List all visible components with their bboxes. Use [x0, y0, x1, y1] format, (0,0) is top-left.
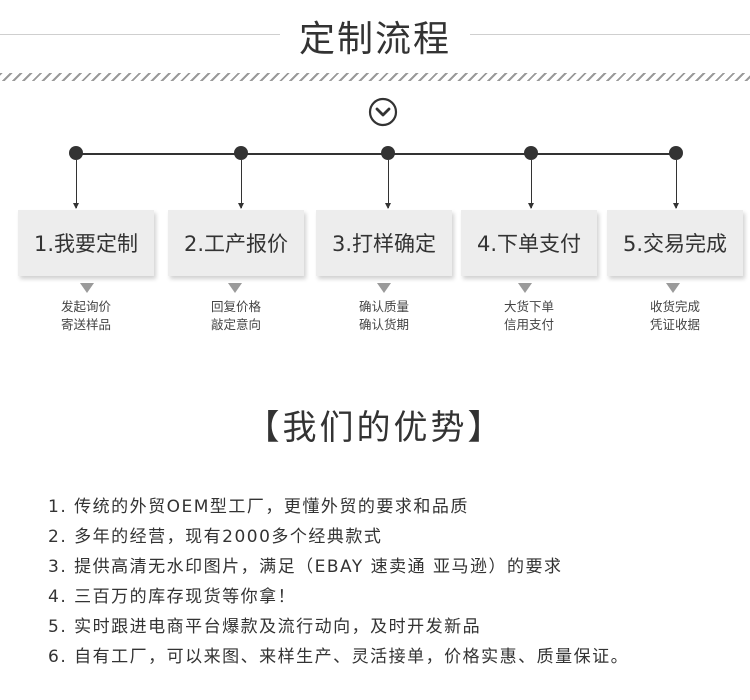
timeline-node — [381, 146, 395, 160]
step-desc-line: 确认质量 — [358, 299, 409, 314]
page-title: 定制流程 — [298, 19, 451, 60]
step-description: 回复价格 敲定意向 — [168, 298, 304, 334]
process-timeline — [75, 153, 678, 155]
step-desc-line: 回复价格 — [210, 299, 261, 314]
timeline-node — [234, 146, 248, 160]
advantages-title: 【我们的优势】 — [245, 408, 505, 448]
section-header: 定制流程 — [0, 0, 750, 70]
step-desc-line: 敲定意向 — [210, 317, 261, 332]
step-box: 4.下单支付 — [461, 210, 597, 276]
advantage-item: 6. 自有工厂，可以来图、来样生产、灵活接单，价格实惠、质量保证。 — [48, 647, 630, 667]
step-box: 1.我要定制 — [18, 210, 154, 276]
step-label: 1.我要定制 — [33, 232, 139, 256]
advantage-item: 1. 传统的外贸OEM型工厂，更懂外贸的要求和品质 — [48, 497, 469, 517]
step-pointer — [80, 283, 94, 293]
timeline-connector — [676, 160, 677, 208]
timeline-connector — [388, 160, 389, 208]
connector-arrowhead — [385, 203, 391, 209]
hatched-divider — [0, 73, 750, 81]
timeline-node — [524, 146, 538, 160]
timeline-node — [69, 146, 83, 160]
timeline-connector — [241, 160, 242, 208]
step-desc-line: 凭证收据 — [649, 317, 700, 332]
advantage-item: 4. 三百万的库存现货等你拿！ — [48, 587, 297, 607]
step-box: 2.工产报价 — [168, 210, 304, 276]
step-desc-line: 收货完成 — [649, 299, 700, 314]
title-divider-right — [470, 34, 750, 35]
step-pointer — [518, 283, 532, 293]
step-description: 确认质量 确认货期 — [316, 298, 452, 334]
title-divider-left — [0, 34, 280, 35]
connector-arrowhead — [528, 203, 534, 209]
step-box: 5.交易完成 — [607, 210, 743, 276]
advantages-list: 1. 传统的外贸OEM型工厂，更懂外贸的要求和品质 2. 多年的经营，现有200… — [48, 492, 629, 672]
step-desc-line: 大货下单 — [503, 299, 554, 314]
connector-arrowhead — [673, 203, 679, 209]
step-desc-line: 寄送样品 — [60, 317, 111, 332]
timeline-connector — [76, 160, 77, 208]
connector-arrowhead — [73, 203, 79, 209]
step-description: 收货完成 凭证收据 — [607, 298, 743, 334]
timeline-node — [669, 146, 683, 160]
step-label: 4.下单支付 — [476, 232, 582, 256]
step-pointer — [377, 283, 391, 293]
connector-arrowhead — [238, 203, 244, 209]
chevron-down-circle-icon — [368, 97, 398, 127]
step-desc-line: 确认货期 — [358, 317, 409, 332]
step-label: 5.交易完成 — [622, 232, 728, 256]
step-label: 3.打样确定 — [331, 232, 437, 256]
advantage-item: 3. 提供高清无水印图片，满足（EBAY 速卖通 亚马逊）的要求 — [48, 557, 563, 577]
step-box: 3.打样确定 — [316, 210, 452, 276]
advantage-item: 2. 多年的经营，现有2000多个经典款式 — [48, 527, 383, 547]
step-desc-line: 信用支付 — [503, 317, 554, 332]
step-description: 发起询价 寄送样品 — [18, 298, 154, 334]
step-pointer — [666, 283, 680, 293]
step-pointer — [228, 283, 242, 293]
step-desc-line: 发起询价 — [60, 299, 111, 314]
step-description: 大货下单 信用支付 — [461, 298, 597, 334]
step-label: 2.工产报价 — [183, 232, 289, 256]
timeline-connector — [531, 160, 532, 208]
advantage-item: 5. 实时跟进电商平台爆款及流行动向，及时开发新品 — [48, 617, 482, 637]
